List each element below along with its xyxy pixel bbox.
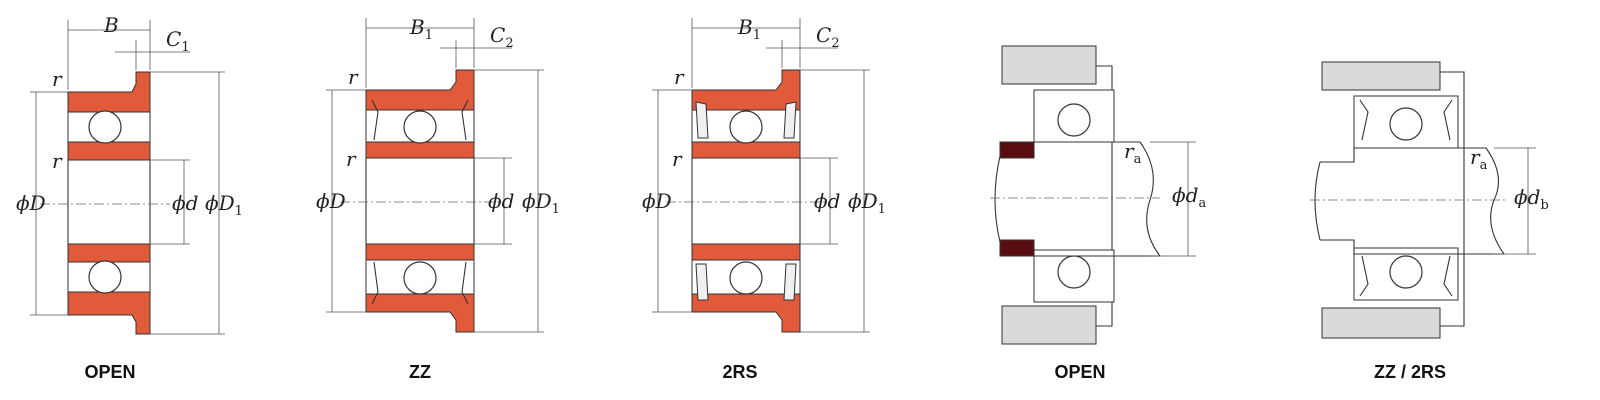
housing-top [1001, 45, 1097, 85]
label-phid: ϕd [814, 189, 840, 213]
label-r-top: r [348, 65, 359, 89]
label-r-inner: r [346, 147, 357, 171]
panel-zz-flanged: B1 C2 r r ϕD ϕd ϕD1 ZZ [316, 15, 560, 382]
upper-shields [1359, 99, 1453, 141]
label-phiD1: ϕD1 [205, 191, 243, 219]
housing-bottom [1321, 307, 1441, 339]
label-phiD: ϕD [316, 189, 346, 213]
label-ra: ra [1470, 145, 1488, 173]
upper-ball [1057, 103, 1091, 137]
lower-outer-ring [365, 293, 475, 333]
shaft-shoulder-lower [999, 239, 1035, 257]
lower-seals [695, 263, 797, 301]
label-phiD1: ϕD1 [522, 189, 560, 217]
caption-panel-5: ZZ / 2RS [1374, 362, 1446, 382]
caption-panel-4: OPEN [1054, 362, 1105, 382]
upper-outer-ring [365, 69, 475, 111]
label-phid: ϕd [488, 189, 514, 213]
upper-outer-ring [67, 71, 151, 113]
upper-seals [695, 101, 797, 139]
upper-inner-ring [365, 141, 475, 159]
lower-ball [88, 260, 122, 294]
label-B1: B1 [409, 15, 433, 43]
label-phida: ϕda [1172, 183, 1206, 211]
lower-inner-ring [67, 243, 151, 263]
label-B: B [103, 13, 119, 37]
upper-ball [729, 110, 763, 144]
label-B1: B1 [737, 15, 761, 43]
caption-panel-2: ZZ [409, 362, 431, 382]
label-C2: C2 [816, 23, 840, 51]
label-C2: C2 [490, 23, 514, 51]
housing-top [1321, 61, 1441, 91]
caption-panel-1: OPEN [84, 362, 135, 382]
label-C1: C1 [166, 27, 190, 55]
lower-outer-ring [67, 291, 151, 335]
panel-open-mounting: ra ϕda OPEN [990, 45, 1206, 382]
housing-bottom [1001, 305, 1097, 345]
lower-shields [371, 261, 469, 305]
shaft-shoulder-upper [999, 141, 1035, 159]
lower-ball [1057, 255, 1091, 289]
lower-inner-ring [691, 243, 801, 261]
upper-ball [403, 110, 437, 144]
caption-panel-3: 2RS [722, 362, 757, 382]
label-r-top: r [674, 65, 685, 89]
label-phiD: ϕD [642, 189, 672, 213]
lower-shields [1359, 255, 1453, 297]
upper-inner-ring [67, 141, 151, 161]
label-phid: ϕd [172, 191, 198, 215]
upper-shields [371, 99, 469, 141]
lower-ball [729, 261, 763, 295]
upper-ball [1389, 107, 1423, 141]
label-phidb: ϕdb [1514, 185, 1549, 213]
panel-zz-2rs-mounting: ra ϕdb ZZ / 2RS [1310, 61, 1549, 382]
upper-ball [88, 110, 122, 144]
lower-ball [403, 261, 437, 295]
upper-inner-ring [691, 141, 801, 159]
lower-outer-ring [691, 293, 801, 333]
panel-open-flanged: B C1 r r ϕD ϕd ϕD1 OPEN [16, 13, 243, 382]
panel-2rs-flanged: B1 C2 r r ϕD ϕd ϕD1 2RS [642, 15, 886, 382]
label-r-top: r [52, 67, 63, 91]
label-r-inner: r [52, 149, 63, 173]
label-r-inner: r [672, 147, 683, 171]
label-ra: ra [1124, 139, 1142, 167]
lower-ball [1389, 255, 1423, 289]
upper-outer-ring [691, 69, 801, 111]
label-phiD1: ϕD1 [848, 189, 886, 217]
lower-inner-ring [365, 243, 475, 261]
label-phiD: ϕD [16, 191, 46, 215]
